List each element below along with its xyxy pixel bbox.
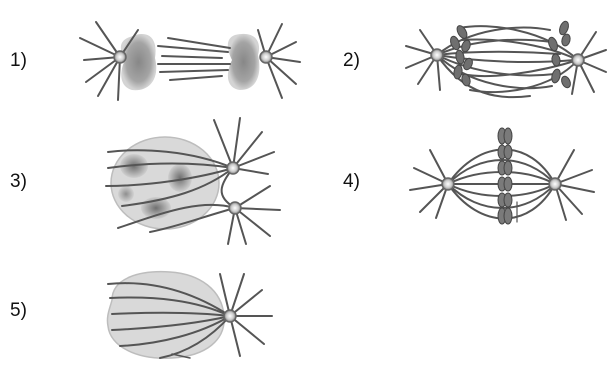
spindle-fiber: [168, 38, 230, 48]
centrosome-right: [549, 178, 561, 190]
centrosome-upper: [227, 162, 239, 174]
chromatin-blob: [118, 186, 134, 202]
spindle-fiber: [160, 70, 228, 72]
panel-5-diagram: [107, 272, 272, 358]
panel-4-diagram: [410, 128, 594, 224]
centrosome-left: [431, 49, 443, 61]
metaphase-chromosomes: [498, 128, 512, 224]
spindle-fiber: [162, 56, 222, 58]
centrosome: [224, 310, 236, 322]
centrosome-left: [442, 178, 454, 190]
centrosome-left: [114, 51, 126, 63]
centrosome-right: [572, 54, 584, 66]
panel-3-diagram: [106, 118, 280, 244]
spindle-fiber: [170, 76, 222, 80]
chromatin-mass-right: [228, 34, 260, 90]
centrosome-right: [260, 51, 272, 63]
panel-2-diagram: [406, 20, 606, 97]
chromatin-mass-left: [121, 34, 156, 90]
panel-1-diagram: [80, 22, 300, 100]
centrosome-lower: [229, 202, 241, 214]
